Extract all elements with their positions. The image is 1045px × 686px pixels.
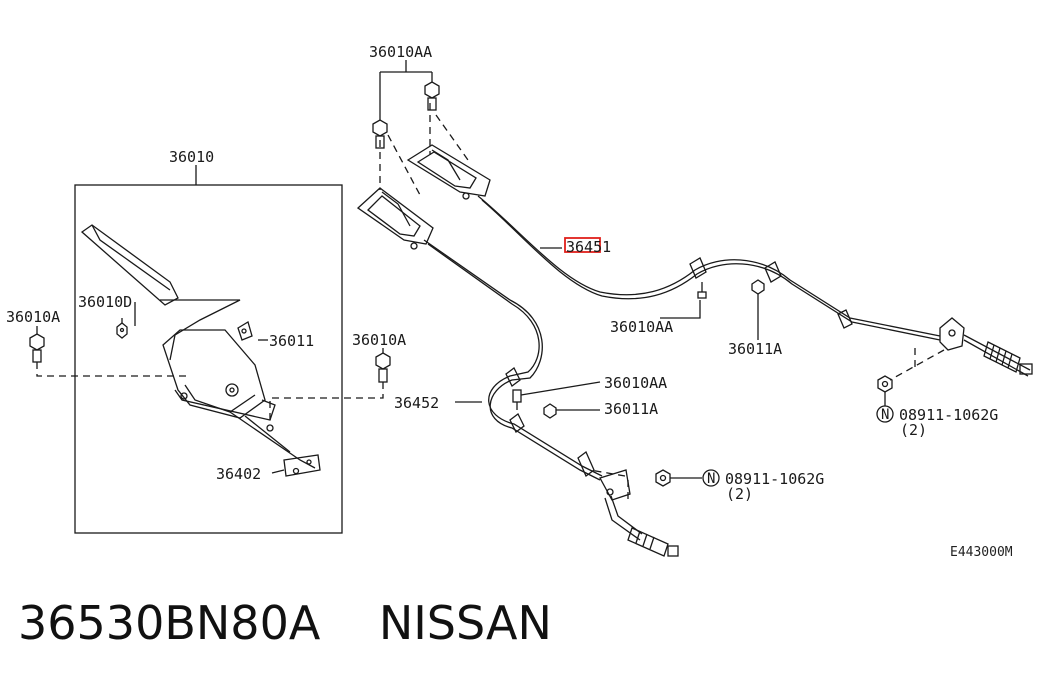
label-36010A-left: 36010A: [6, 308, 60, 326]
n-letter-right: N: [881, 407, 889, 423]
bolt-36010AA-a: [372, 119, 388, 149]
cable-36451: [477, 195, 1033, 377]
label-nut-lower: 08911-1062G: [725, 470, 824, 488]
label-36010D: 36010D: [78, 293, 132, 311]
nut-08911-lower: [655, 469, 671, 487]
leader-36010AA-lower: [520, 381, 601, 396]
bolt-36010A-mid: [375, 348, 391, 383]
bolt-36010A-left: [29, 326, 45, 363]
part-number: 36530BN80A: [18, 596, 321, 650]
leader-36402: [271, 469, 285, 474]
footer-caption: 36530BN80A NISSAN: [18, 596, 552, 650]
n-circle-lower: [702, 469, 720, 487]
cable-end-lower: [627, 527, 679, 557]
parking-brake-lever: [80, 224, 321, 477]
label-nut-right: 08911-1062G: [899, 406, 998, 424]
label-36010: 36010: [169, 148, 214, 166]
label-36011A-right: 36011A: [728, 340, 782, 358]
diagram-code: E443000M: [950, 545, 1013, 560]
label-nut-lower-qty: (2): [726, 485, 753, 503]
brand-name: NISSAN: [378, 596, 552, 650]
leader-36010AA-right: [660, 300, 701, 319]
cable-36452: [423, 239, 679, 557]
cable-bracket-upper: [406, 144, 491, 200]
label-36011: 36011: [269, 332, 314, 350]
n-circle-right: [876, 405, 894, 423]
bolt-36010AA-b: [424, 81, 440, 111]
label-36011A-lower: 36011A: [604, 400, 658, 418]
label-36451: 36451: [566, 238, 611, 256]
label-36010AA-top: 36010AA: [369, 43, 432, 61]
label-nut-right-qty: (2): [900, 421, 927, 439]
bolt-36010AA-right: [697, 282, 707, 299]
nut-36010D: [116, 318, 128, 339]
dashed-leaders: [36, 103, 945, 504]
cable-end-right: [983, 341, 1033, 375]
bolt-36011A-right: [751, 279, 765, 340]
highlight-box-36451: [564, 237, 601, 253]
label-36010AA-lower: 36010AA: [604, 374, 667, 392]
label-36010AA-right: 36010AA: [610, 318, 673, 336]
label-36402: 36402: [216, 465, 261, 483]
nut-08911-right: [877, 375, 893, 393]
bolt-36011A-lower: [543, 403, 557, 419]
bolt-36010AA-lower: [512, 389, 522, 410]
lever-assembly-box: [74, 184, 343, 534]
label-36010A-mid: 36010A: [352, 331, 406, 349]
label-36452: 36452: [394, 394, 439, 412]
cable-bracket-lower: [356, 187, 434, 250]
n-letter-lower: N: [707, 471, 715, 487]
